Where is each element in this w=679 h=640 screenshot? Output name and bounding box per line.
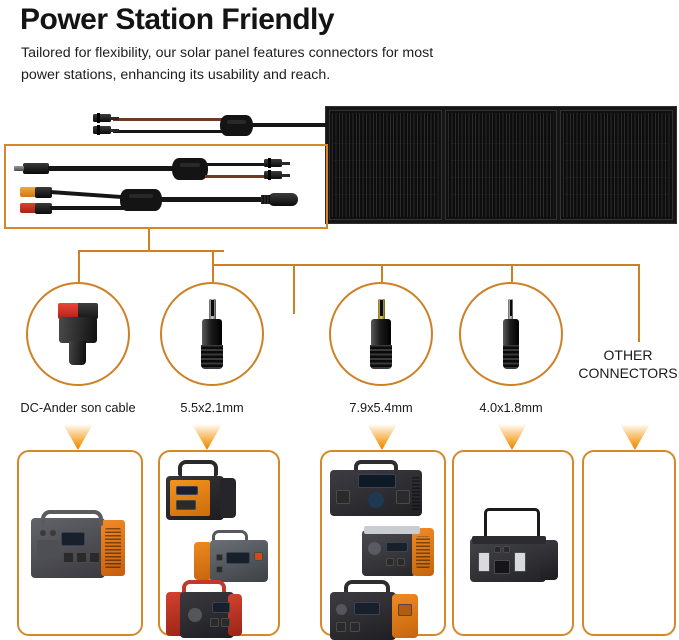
barrel-plug-icon <box>200 299 224 369</box>
tree-line-link <box>212 264 294 266</box>
connector-label-5521: 5.5x2.1mm <box>180 400 244 415</box>
product-box-7954 <box>320 450 446 640</box>
cable-splitter <box>220 115 253 136</box>
panel-fold-1 <box>329 110 442 220</box>
cable-wire-black <box>50 206 128 210</box>
cable-wire-black <box>113 130 226 133</box>
other-connectors-label: OTHER CONNECTORS <box>578 346 678 382</box>
barrel-plug-icon <box>369 299 393 369</box>
tree-line-branch-left <box>78 250 224 252</box>
panel-fold-2 <box>444 110 558 220</box>
arrow-down-icon-2 <box>192 424 222 450</box>
dc-barrel-plug <box>14 163 49 174</box>
gray-orange-power-station <box>194 530 272 584</box>
page-subtitle: Tailored for flexibility, our solar pane… <box>21 45 434 83</box>
other-connectors-line2: CONNECTORS <box>578 365 678 381</box>
black-wire-handle-power-station <box>470 508 564 590</box>
connector-label-4018: 4.0x1.8mm <box>479 400 543 415</box>
product-box-4018 <box>452 450 574 636</box>
tree-line-drop-2 <box>212 250 214 282</box>
anderson-connector-icon <box>58 303 98 365</box>
arrow-down-icon-1 <box>63 424 93 450</box>
connector-cable-kit-frame <box>4 144 328 229</box>
orange-cube-power-station <box>362 524 440 582</box>
arrow-down-icon-4 <box>497 424 527 450</box>
black-display-power-station <box>330 460 430 518</box>
connector-circle-5521 <box>160 282 264 386</box>
product-box-5521 <box>158 450 280 638</box>
barrel-plug-icon <box>502 299 520 369</box>
cable-wire-red <box>113 118 226 121</box>
cable-wire-black <box>205 163 267 166</box>
tree-line-drop-4 <box>511 264 513 282</box>
connector-circle-anderson <box>26 282 130 386</box>
page-title: Power Station Friendly <box>20 3 335 36</box>
arrow-down-icon-5 <box>620 424 650 450</box>
cable-splitter <box>120 189 162 211</box>
red-black-power-station <box>166 580 258 640</box>
anderson-red-connector <box>20 202 52 214</box>
jackery-style-power-station <box>31 504 131 582</box>
connector-circle-7954 <box>329 282 433 386</box>
orange-panel-power-station <box>330 580 426 640</box>
tree-line-drop-left-edge <box>293 264 295 314</box>
cable-wire-black <box>48 166 178 171</box>
tree-line-branch-right <box>293 264 640 266</box>
xt60-orange-connector <box>20 186 52 198</box>
foldable-solar-panel <box>325 106 677 224</box>
arrow-down-icon-3 <box>367 424 397 450</box>
tree-line-drop-3 <box>381 264 383 282</box>
product-box-other-connectors <box>582 450 676 636</box>
tree-line-trunk <box>148 229 150 251</box>
other-connectors-line1: OTHER <box>603 347 653 363</box>
connector-label-7954: 7.9x5.4mm <box>349 400 413 415</box>
product-box-anderson <box>17 450 143 636</box>
panel-fold-3 <box>560 110 674 220</box>
panel-lead-wire <box>250 123 328 127</box>
tree-line-drop-other <box>638 264 640 342</box>
cable-splitter <box>172 158 208 180</box>
cable-wire-black <box>158 197 270 202</box>
tree-line-drop-1 <box>78 250 80 282</box>
connector-circle-4018 <box>459 282 563 386</box>
connector-label-anderson: DC-Ander son cable <box>20 400 136 415</box>
orange-black-power-station <box>166 460 238 522</box>
cable-wire-red <box>205 175 267 178</box>
female-dc-jack <box>261 193 298 206</box>
